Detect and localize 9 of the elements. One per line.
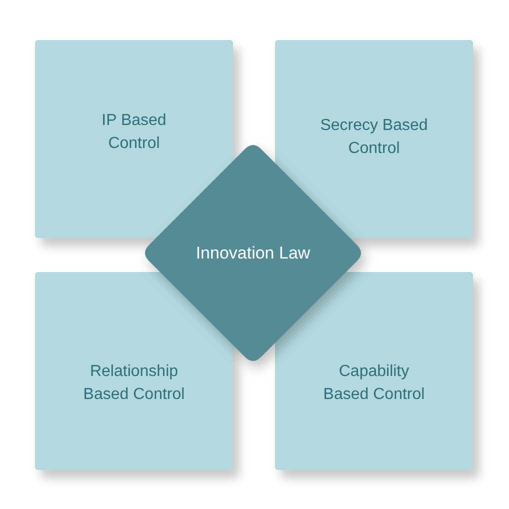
node-label: IP Based Control	[100, 111, 168, 154]
node-label: Secrecy Based Control	[319, 116, 429, 159]
quadrant-box	[275, 40, 473, 238]
node-label: Capability Based Control	[322, 362, 426, 405]
node-label: Relationship Based Control	[82, 362, 186, 405]
node-label: Innovation Law	[196, 242, 310, 264]
quadrant-box	[35, 272, 233, 470]
quadrant-box	[275, 272, 473, 470]
quadrant-box	[35, 40, 233, 238]
